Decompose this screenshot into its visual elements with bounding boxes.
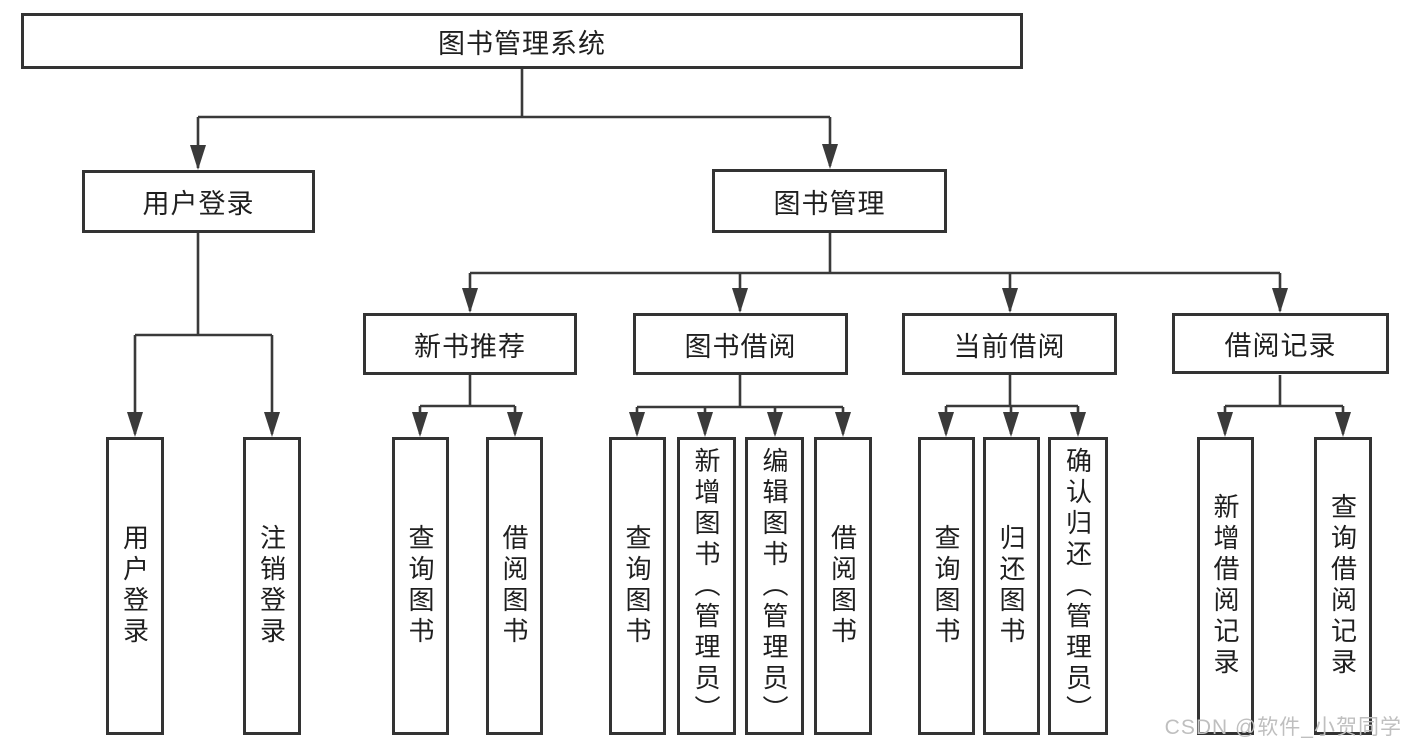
node-borrowing-records: 借阅记录 <box>1172 313 1389 374</box>
leaf-borrow-books-recommend: 借阅图书 <box>486 437 543 735</box>
leaf-user-login: 用户登录 <box>106 437 164 735</box>
leaf-return-book: 归还图书 <box>983 437 1040 735</box>
leaf-add-book-admin: 新增图书（管理员） <box>677 437 736 735</box>
csdn-watermark: CSDN @软件_小贺同学 <box>1164 716 1402 739</box>
node-current-borrowing: 当前借阅 <box>902 313 1117 375</box>
node-book-management: 图书管理 <box>712 169 947 233</box>
node-new-book-recommend: 新书推荐 <box>363 313 577 375</box>
leaf-edit-book-admin: 编辑图书（管理员） <box>745 437 804 735</box>
leaf-query-books-borrowing: 查询图书 <box>609 437 666 735</box>
node-library-management-system: 图书管理系统 <box>21 13 1023 69</box>
leaf-query-books-current: 查询图书 <box>918 437 975 735</box>
leaf-query-books-recommend: 查询图书 <box>392 437 449 735</box>
leaf-borrow-books-borrowing: 借阅图书 <box>814 437 872 735</box>
node-user-login: 用户登录 <box>82 170 315 233</box>
leaf-add-borrow-record: 新增借阅记录 <box>1197 437 1254 735</box>
leaf-confirm-return-admin: 确认归还（管理员） <box>1048 437 1108 735</box>
node-book-borrowing: 图书借阅 <box>633 313 848 375</box>
leaf-query-borrow-record: 查询借阅记录 <box>1314 437 1372 735</box>
leaf-logout: 注销登录 <box>243 437 301 735</box>
